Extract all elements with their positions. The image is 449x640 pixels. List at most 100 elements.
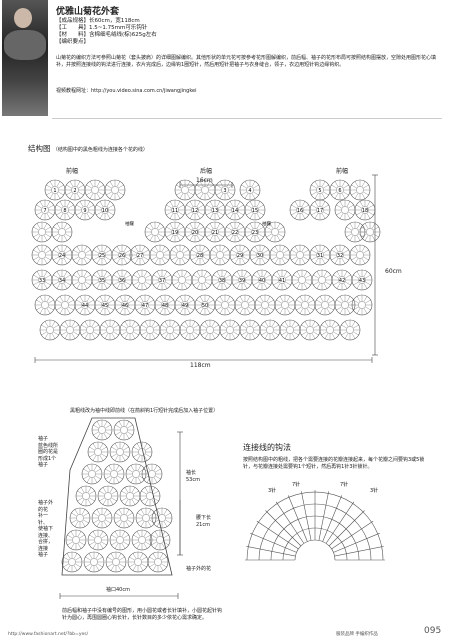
- flower-number: 22: [232, 230, 238, 236]
- flower-number: 13: [212, 208, 218, 214]
- main-flower: 9: [75, 200, 95, 220]
- connect-description: 按照结构图中的粗线，把各个需要连接的花瓣连接起来，每个花瓣之间要钩3或5锁针，与…: [243, 457, 428, 470]
- flower-number: 28: [197, 253, 203, 259]
- main-flower: [280, 320, 300, 340]
- sleeve-flower: [110, 530, 130, 550]
- main-flower: 32: [330, 245, 350, 265]
- flower-number: 38: [219, 278, 225, 284]
- main-flower: [350, 245, 370, 265]
- connect-title: 连接线的钩法: [243, 442, 291, 453]
- flower-number: 45: [102, 303, 108, 309]
- main-flower: [60, 320, 80, 340]
- main-flower: 13: [205, 200, 225, 220]
- main-flower: [315, 295, 335, 315]
- dim-sleeve-opening: 袖口40cm: [106, 587, 130, 594]
- main-flower: 31: [310, 245, 330, 265]
- main-flower: [275, 295, 295, 315]
- flower-number: 12: [192, 208, 198, 214]
- label-front-left: 前幅: [66, 166, 78, 175]
- main-flower: 36: [112, 270, 132, 290]
- main-flower: [160, 320, 180, 340]
- main-flower: [105, 180, 125, 200]
- main-flower: [32, 222, 52, 242]
- flower-number: 8: [63, 208, 66, 214]
- flower-number: 30: [257, 253, 263, 259]
- main-flower: 38: [212, 270, 232, 290]
- main-flower: 8: [55, 200, 75, 220]
- sleeve-flower: [84, 552, 104, 572]
- flower-number: 17: [317, 208, 323, 214]
- flower-number: 25: [99, 253, 105, 259]
- main-flower: [240, 320, 260, 340]
- main-flower: [260, 320, 280, 340]
- main-flower: [150, 245, 170, 265]
- sleeve-outline: [62, 418, 172, 575]
- main-flower: [292, 270, 312, 290]
- sleeve-flower: [92, 508, 112, 528]
- main-flower: 4: [240, 180, 260, 200]
- sleeve-flower: [66, 530, 86, 550]
- main-flower: [350, 180, 370, 200]
- flower-number: 16: [297, 208, 303, 214]
- flower-number: 4: [248, 188, 251, 194]
- main-flower: [290, 245, 310, 265]
- sleeve-flower: [152, 508, 172, 528]
- flower-number: 2: [73, 188, 76, 194]
- flower-number: 5: [318, 188, 321, 194]
- footer-url[interactable]: http://www.fashionart.net/?bb=yes/: [8, 632, 88, 637]
- connect-label-4: 7针: [340, 482, 348, 489]
- note-outer-flowers: 袖子外的花: [186, 566, 211, 573]
- flower-number: 23: [252, 230, 258, 236]
- main-flower: 2: [65, 180, 85, 200]
- sleeve-flowers: [62, 420, 172, 572]
- flower-number: 18: [362, 208, 368, 214]
- main-flower: [340, 320, 360, 340]
- sleeve-flower: [104, 464, 124, 484]
- main-flower: 26: [112, 245, 132, 265]
- sleeve-flower: [120, 486, 140, 506]
- flower-number: 49: [182, 303, 188, 309]
- main-flower: 50: [195, 295, 215, 315]
- main-flower: 49: [175, 295, 195, 315]
- main-flower: 19: [165, 222, 185, 242]
- flower-number: 1: [53, 188, 56, 194]
- flower-number: 27: [137, 253, 143, 259]
- flower-number: 44: [82, 303, 88, 309]
- sleeve-flower: [76, 486, 96, 506]
- main-flower: 7: [35, 200, 55, 220]
- sleeve-note-bottom: 袖子外 的花 补一 针、 使袖下 连接、 合拼， 连接 袖子: [38, 500, 53, 559]
- sleeve-flower: [148, 552, 168, 572]
- flower-number: 15: [252, 208, 258, 214]
- flower-number: 29: [237, 253, 243, 259]
- main-flower: 14: [225, 200, 245, 220]
- sleeve-flower: [92, 420, 112, 440]
- dim-width: 118cm: [190, 362, 211, 369]
- main-flower: [170, 245, 190, 265]
- main-flower: [180, 320, 200, 340]
- sleeve-flower: [128, 552, 148, 572]
- connect-label-2: 7针: [292, 482, 300, 489]
- main-flower: [52, 222, 72, 242]
- flower-number: 3: [223, 188, 226, 194]
- label-armhole-left: 袖窿: [125, 221, 134, 227]
- main-flower: 43: [352, 270, 372, 290]
- stitch-spoke: [335, 546, 384, 556]
- sleeve-flower: [98, 486, 118, 506]
- main-flower: [300, 320, 320, 340]
- main-flower: 48: [155, 295, 175, 315]
- main-flower: [270, 245, 290, 265]
- main-flower: [352, 295, 372, 315]
- main-flower: [85, 180, 105, 200]
- sleeve-note-top: 袖子 蓝色线所 圈的花是 形成1个 袖子: [38, 436, 58, 469]
- main-flower: 45: [95, 295, 115, 315]
- flower-number: 31: [317, 253, 323, 259]
- main-flower: 21: [205, 222, 225, 242]
- flower-number: 39: [239, 278, 245, 284]
- stitch-spoke: [246, 546, 295, 556]
- main-flower: [72, 245, 92, 265]
- footer-brand: 服装品牌 手编织作品: [336, 631, 378, 637]
- main-flower: 6: [330, 180, 350, 200]
- flower-number: 7: [43, 208, 46, 214]
- main-structure-flowers: 1234567891011121314151617181920212223242…: [32, 180, 380, 340]
